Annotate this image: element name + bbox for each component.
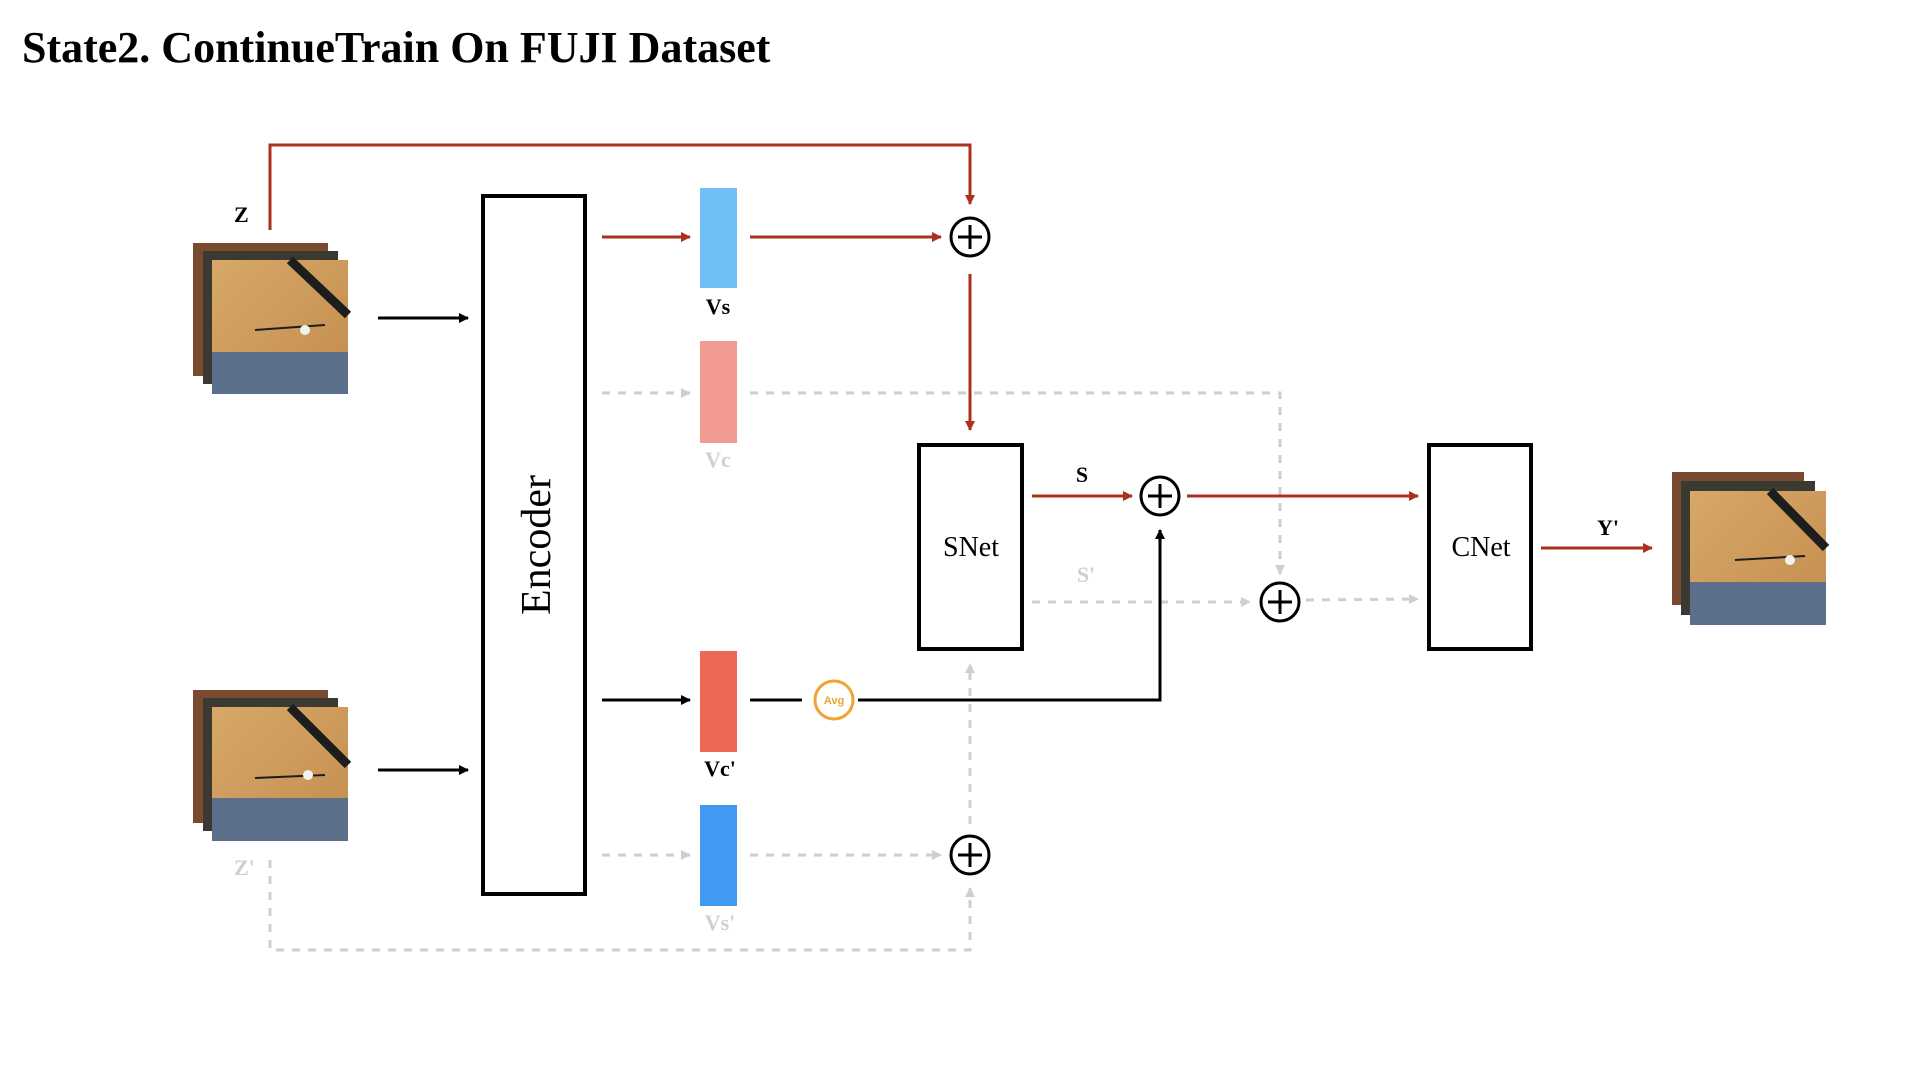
- arrow-avg-to-plus-mid: [858, 529, 1165, 702]
- encoder-label: Encoder: [514, 475, 560, 615]
- arrow-vc-to-plus-right: [750, 391, 1285, 575]
- z-label: Z: [234, 202, 249, 227]
- vs-label: Vs: [706, 294, 731, 319]
- plus-operator-top: [949, 216, 991, 258]
- y-prime-label: Y': [1597, 515, 1619, 540]
- plus-operator-middle: [1139, 475, 1181, 517]
- arrow-z-prime-skip: [268, 860, 975, 952]
- s-label: S: [1076, 462, 1088, 487]
- vs-prime-label: Vs': [705, 910, 736, 935]
- input-image-stack-z-prime: [193, 690, 352, 841]
- cnet-box: [1427, 443, 1533, 651]
- arrow-z-skip: [268, 143, 975, 230]
- avg-operator: [813, 679, 855, 721]
- page-title: State2. ContinueTrain On FUJI Dataset: [22, 23, 771, 72]
- output-image-stack: [1672, 472, 1830, 625]
- vc-feature-bar: [700, 341, 737, 443]
- vc-prime-label: Vc': [704, 756, 736, 781]
- vs-prime-feature-bar: [700, 805, 737, 906]
- arrow-plus-right-to-cnet: [1305, 594, 1419, 605]
- encoder-box: [481, 194, 587, 896]
- snet-box: [917, 443, 1024, 651]
- plus-operator-bottom: [949, 834, 991, 876]
- vc-prime-feature-bar: [700, 651, 737, 752]
- avg-label: Avg: [824, 695, 844, 707]
- plus-operator-right: [1259, 581, 1301, 623]
- s-prime-label: S': [1077, 562, 1095, 587]
- z-prime-label: Z': [234, 855, 255, 880]
- vs-feature-bar: [700, 188, 737, 288]
- input-image-stack-z: [193, 243, 352, 394]
- vc-label: Vc: [705, 447, 731, 472]
- cnet-label: CNet: [1451, 532, 1510, 563]
- snet-label: SNet: [943, 532, 999, 563]
